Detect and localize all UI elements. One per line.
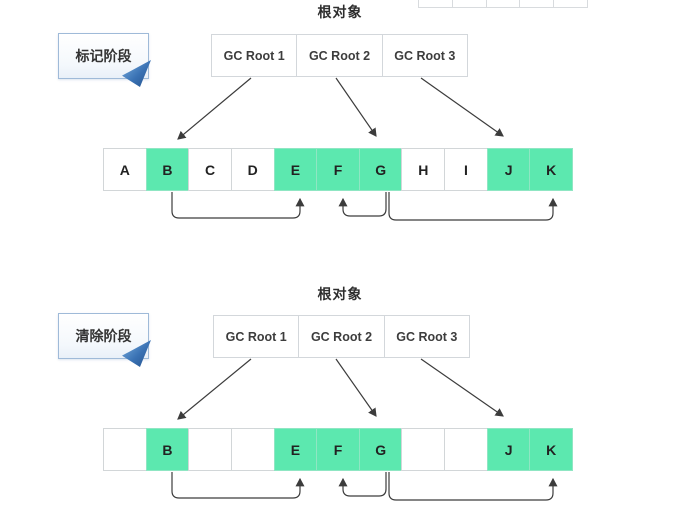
- heap-cell-h: H: [401, 148, 446, 191]
- heap-cell-f: F: [316, 148, 360, 191]
- gc-roots-row-sweep: GC Root 1 GC Root 2 GC Root 3: [213, 315, 470, 358]
- heap-cell-empty: [230, 428, 275, 471]
- arrow-gcroot1-to-b: [177, 358, 252, 420]
- heap-cell-e: E: [273, 428, 318, 471]
- phase-label-text: 标记阶段: [75, 48, 132, 64]
- connector-b-to-e: [171, 192, 305, 219]
- phase-label-text: 清除阶段: [75, 328, 132, 344]
- connector-g-to-f: [338, 472, 387, 497]
- heap-cell-empty: [401, 428, 446, 471]
- arrow-gcroot2-to-g: [335, 77, 377, 137]
- heap-cell-b: B: [145, 148, 190, 191]
- connector-g-to-k: [388, 472, 558, 501]
- phase-label-box-mark: 标记阶段: [58, 33, 151, 87]
- gc-root-box-1: GC Root 1: [211, 34, 298, 77]
- heap-cell-g: G: [358, 148, 403, 191]
- cropped-cell: [451, 0, 486, 7]
- arrow-gcroot3-to-j: [420, 358, 504, 417]
- gc-root-box-3: GC Root 3: [381, 34, 468, 77]
- heap-cell-a: A: [103, 148, 147, 191]
- connector-g-to-f: [338, 192, 387, 217]
- gc-root-box-2: GC Root 2: [298, 315, 385, 358]
- phase-label-box-sweep: 清除阶段: [58, 313, 151, 367]
- roots-title-mark: 根对象: [317, 4, 363, 20]
- cropped-cell: [553, 0, 588, 7]
- heap-cell-empty: [444, 428, 488, 471]
- heap-cell-e: E: [273, 148, 318, 191]
- heap-cell-i: I: [444, 148, 488, 191]
- heap-cell-g: G: [358, 428, 403, 471]
- heap-cell-k: K: [529, 428, 574, 471]
- heap-cell-j: J: [486, 148, 531, 191]
- heap-cell-empty: [103, 428, 147, 471]
- connector-b-to-e: [171, 472, 305, 499]
- cropped-cell: [485, 0, 520, 7]
- heap-cell-j: J: [486, 428, 531, 471]
- arrow-gcroot3-to-j: [420, 77, 504, 137]
- heap-cell-d: D: [230, 148, 275, 191]
- heap-cell-c: C: [188, 148, 232, 191]
- heap-cell-b: B: [145, 428, 190, 471]
- gc-roots-row-mark: GC Root 1 GC Root 2 GC Root 3: [211, 34, 468, 77]
- cropped-cell: [519, 0, 554, 7]
- arrow-gcroot1-to-b: [177, 77, 252, 140]
- cropped-cell: [418, 0, 452, 7]
- heap-cell-empty: [188, 428, 232, 471]
- gc-root-box-2: GC Root 2: [296, 34, 383, 77]
- heap-cell-k: K: [529, 148, 574, 191]
- gc-root-box-1: GC Root 1: [213, 315, 300, 358]
- cropped-cell-row: [418, 0, 588, 8]
- heap-cell-f: F: [316, 428, 360, 471]
- gc-root-box-3: GC Root 3: [383, 315, 470, 358]
- connector-g-to-k: [388, 192, 558, 221]
- roots-title-sweep: 根对象: [317, 286, 363, 302]
- arrow-gcroot2-to-g: [335, 358, 377, 417]
